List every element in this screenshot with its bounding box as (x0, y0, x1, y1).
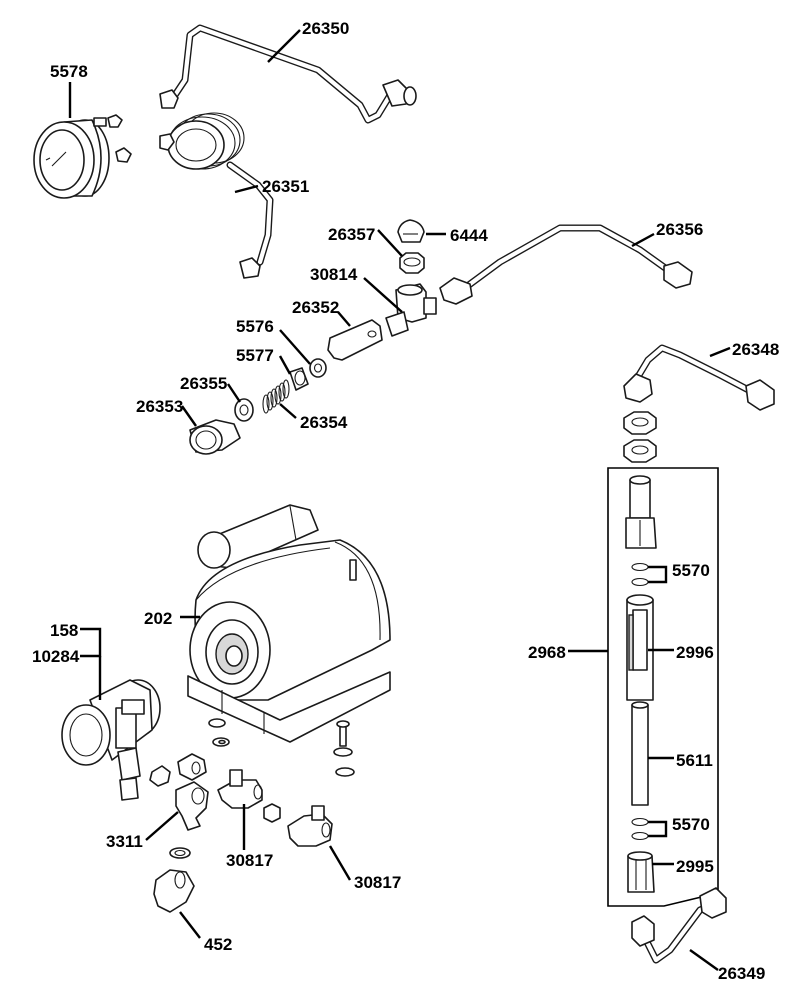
label-30817-b: 30817 (354, 873, 401, 892)
valve-assembly (189, 219, 437, 455)
label-26353: 26353 (136, 397, 183, 416)
label-26351: 26351 (262, 177, 309, 196)
label-26357: 26357 (328, 225, 375, 244)
label-30817-a: 30817 (226, 851, 273, 870)
tube-26356 (439, 224, 693, 305)
label-452: 452 (204, 935, 232, 954)
tube-26350 (159, 24, 417, 124)
pump-10284 (61, 679, 171, 801)
fitting-top (177, 753, 207, 781)
label-26352: 26352 (292, 298, 339, 317)
pressure-gauge (33, 114, 132, 199)
leader-lines (68, 29, 731, 971)
label-26349: 26349 (718, 964, 765, 983)
tube-26351-coil (159, 112, 274, 279)
assembly-bracket (607, 467, 719, 907)
label-30814: 30814 (310, 265, 358, 284)
part-labels: 26350 5578 26351 26357 6444 26356 30814 … (32, 19, 779, 983)
label-158: 158 (50, 621, 78, 640)
label-2996: 2996 (676, 643, 714, 662)
fitting-3311 (175, 781, 209, 831)
label-5611: 5611 (676, 751, 713, 770)
label-202: 202 (144, 609, 172, 628)
fitting-30817-b (263, 803, 333, 847)
label-5570-lower: 5570 (672, 815, 710, 834)
fitting-30817-a (217, 769, 263, 809)
label-26356: 26356 (656, 220, 703, 239)
tube-26349 (631, 887, 727, 964)
fitting-452 (153, 847, 195, 913)
motor-202 (187, 504, 391, 743)
tube-26348 (623, 344, 775, 411)
small-fittings (208, 718, 355, 777)
label-5570-upper: 5570 (672, 561, 710, 580)
label-6444: 6444 (450, 226, 488, 245)
label-26350: 26350 (302, 19, 349, 38)
label-3311: 3311 (106, 832, 143, 851)
label-5577: 5577 (236, 346, 274, 365)
label-26348: 26348 (732, 340, 779, 359)
label-26354: 26354 (300, 413, 348, 432)
label-10284: 10284 (32, 647, 80, 666)
sight-glass-assembly (623, 411, 657, 893)
label-5576: 5576 (236, 317, 274, 336)
label-2968: 2968 (528, 643, 566, 662)
label-2995: 2995 (676, 857, 714, 876)
label-26355: 26355 (180, 374, 227, 393)
label-5578: 5578 (50, 62, 88, 81)
